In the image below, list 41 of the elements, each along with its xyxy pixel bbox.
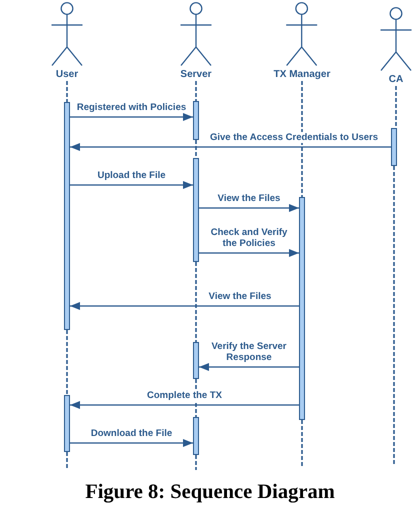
lifeline [195,262,197,342]
activation-bar [193,417,199,455]
message-arrow [70,302,299,310]
message-arrow [70,113,193,121]
message-arrow [199,204,299,212]
message-arrow [199,249,299,257]
activation-bar [193,342,199,379]
lifeline [195,455,197,470]
activation-bar [299,197,305,420]
lifeline [66,452,68,470]
lifeline [301,81,303,197]
activation-bar [64,395,70,452]
lifeline [66,330,68,395]
activation-bar [64,102,70,330]
lifeline [195,81,197,101]
actor-label: CA [388,74,404,86]
actor-label: User [56,69,78,81]
edge-label: View the Files [216,193,282,204]
actor-label: TX Manager [274,69,330,81]
lifeline [301,420,303,466]
message-arrow [70,401,299,409]
activation-bar [193,158,199,262]
edge-label: View the Files [208,291,272,302]
edge-label: Give the Access Credentials to Users [208,132,380,143]
actor [274,2,330,81]
message-arrow [70,181,193,189]
edge-label: Complete the TX [146,390,223,401]
lifeline [395,86,397,128]
activation-bar [193,101,199,140]
message-arrow [70,143,391,151]
edge-label: Upload the File [96,170,167,181]
activation-bar [391,128,397,166]
caption: Figure 8: Sequence Diagram [84,481,336,504]
lifeline [195,140,197,158]
lifeline [393,166,395,466]
actor-label: Server [180,69,212,81]
lifeline [66,81,68,102]
edge-label: Download the File [90,428,174,439]
edge-label: Registered with Policies [76,102,188,113]
message-arrow [199,363,299,371]
message-arrow [70,439,193,447]
